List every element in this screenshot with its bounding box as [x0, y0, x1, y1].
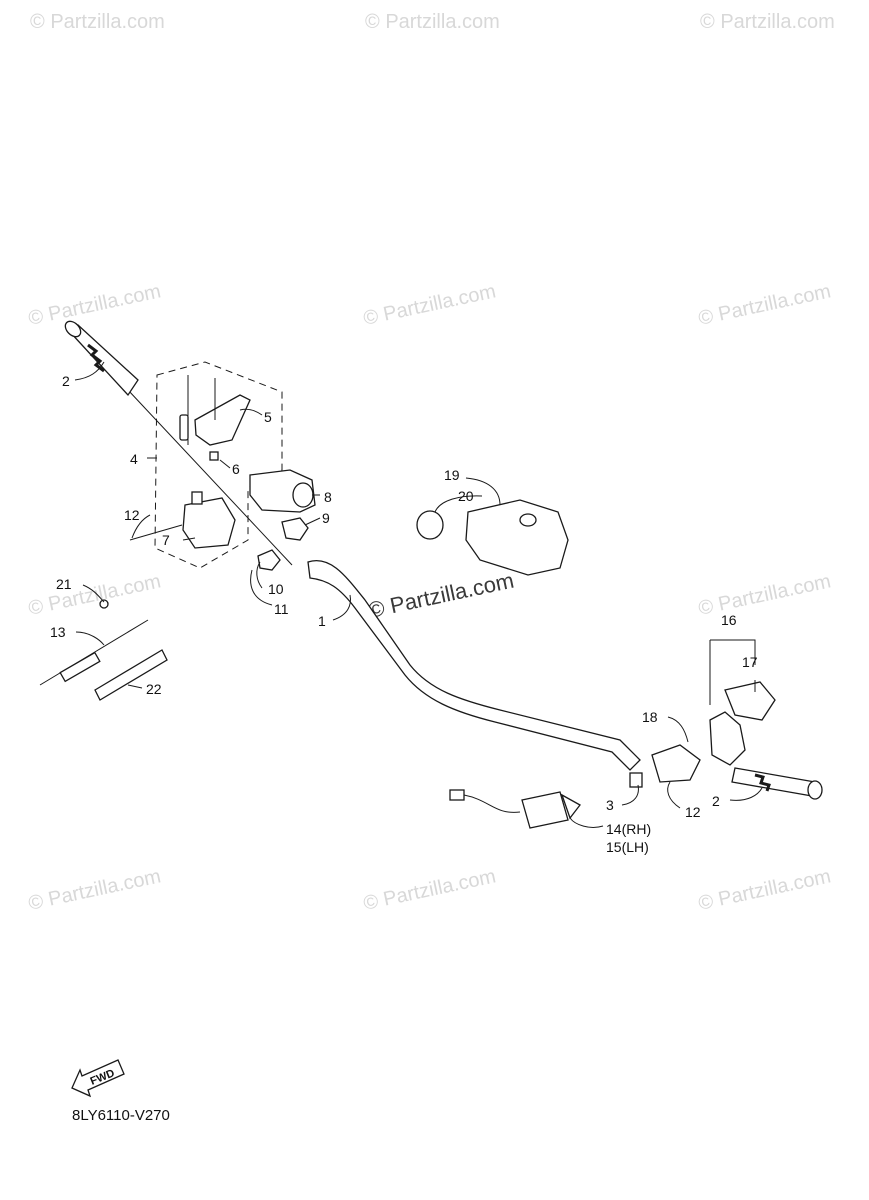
watermark: © Partzilla.com [696, 570, 832, 620]
callout-8: 8 [324, 489, 332, 505]
watermark-group: © Partzilla.com © Partzilla.com © Partzi… [26, 11, 834, 915]
bracket [257, 549, 281, 571]
leader-lines [74, 361, 763, 828]
callout-2-right: 2 [712, 793, 720, 809]
switch-housing [249, 469, 316, 513]
callout-18: 18 [642, 709, 658, 725]
callout-11: 11 [274, 601, 289, 617]
callout-20: 20 [458, 488, 474, 504]
grip-guard [465, 499, 569, 576]
watermark: © Partzilla.com [696, 280, 832, 330]
watermark: © Partzilla.com [361, 280, 497, 330]
callout-4: 4 [130, 451, 138, 467]
nut [209, 451, 219, 461]
ring [416, 510, 444, 540]
right-switch [709, 681, 776, 766]
callout-14: 14(RH) [606, 821, 651, 837]
heater-wire [449, 789, 581, 829]
callout-12-right: 12 [685, 804, 701, 820]
assembly-outline [154, 361, 283, 569]
holder [182, 491, 236, 549]
spacer [629, 772, 643, 788]
watermark: © Partzilla.com [700, 11, 835, 33]
watermark-main: © Partzilla.com [366, 568, 516, 623]
callout-9: 9 [322, 510, 330, 526]
watermark: © Partzilla.com [26, 865, 162, 915]
clamp [281, 517, 309, 541]
callout-12-left: 12 [124, 507, 140, 523]
callout-labels: 2 4 5 6 8 9 12 7 10 11 1 19 20 21 13 22 … [50, 373, 758, 855]
left-grip [64, 320, 139, 397]
callout-13: 13 [50, 624, 66, 640]
callout-22: 22 [146, 681, 162, 697]
watermark: © Partzilla.com [365, 11, 500, 33]
watermark: © Partzilla.com [26, 570, 162, 620]
brake-lever [179, 375, 251, 446]
callout-19: 19 [444, 467, 460, 483]
callout-2-left: 2 [62, 373, 70, 389]
throttle-cable [39, 599, 149, 686]
tube [94, 649, 168, 701]
right-grip [731, 767, 823, 800]
callout-6: 6 [232, 461, 240, 477]
watermark: © Partzilla.com [30, 11, 165, 33]
callout-5: 5 [264, 409, 272, 425]
callout-16: 16 [721, 612, 737, 628]
watermark: © Partzilla.com [361, 865, 497, 915]
callout-15: 15(LH) [606, 839, 649, 855]
watermark: © Partzilla.com [696, 865, 832, 915]
callout-3: 3 [606, 797, 614, 813]
fwd-label: FWD [89, 1067, 117, 1088]
callout-10: 10 [268, 581, 284, 597]
fwd-arrow-icon: FWD [71, 1059, 125, 1098]
axis-line [127, 389, 293, 566]
right-housing [651, 744, 701, 783]
callout-17: 17 [742, 654, 758, 670]
screw [129, 524, 183, 541]
callout-7: 7 [162, 532, 170, 548]
watermark: © Partzilla.com [26, 280, 162, 330]
callout-1: 1 [318, 613, 326, 629]
diagram-code: 8LY6110-V270 [72, 1107, 170, 1124]
callout-21: 21 [56, 576, 72, 592]
